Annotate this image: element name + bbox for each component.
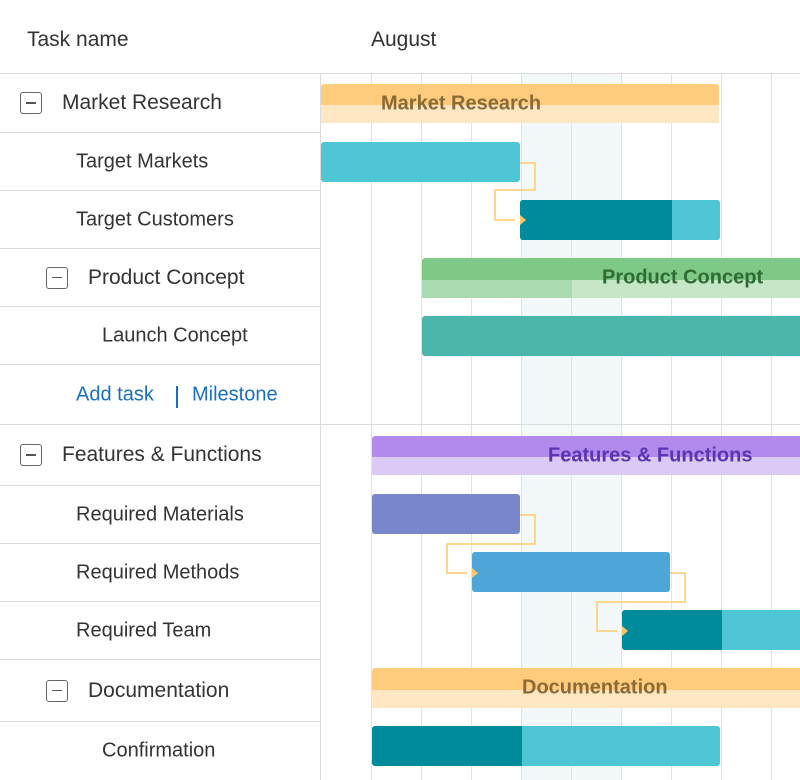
grid-header: Task name August	[0, 0, 800, 74]
task-label: Required Methods	[76, 561, 240, 583]
task-row-market-research[interactable]: Market Research	[0, 74, 320, 133]
bar-progress-fill	[622, 610, 722, 650]
bar-progress-fill	[372, 726, 522, 766]
task-label: Target Customers	[76, 208, 234, 230]
day-gridline	[721, 74, 722, 780]
day-gridline	[371, 74, 372, 780]
task-row-features-functions[interactable]: Features & Functions	[0, 425, 320, 486]
collapse-toggle-icon[interactable]	[46, 266, 68, 289]
task-label: Documentation	[88, 678, 230, 702]
bar-progress-band	[372, 690, 800, 708]
day-gridline	[471, 74, 472, 780]
task-label: Product Concept	[88, 265, 245, 289]
day-gridline	[771, 74, 772, 780]
day-gridline	[521, 74, 522, 780]
day-gridline	[421, 74, 422, 780]
gantt-bar-required-methods[interactable]	[472, 552, 670, 592]
dependency-links	[446, 162, 686, 636]
task-label: Required Team	[76, 619, 212, 641]
task-row-target-markets[interactable]: Target Markets	[0, 133, 320, 191]
gantt-bar-required-team[interactable]	[622, 610, 800, 650]
bar-progress-fill	[520, 200, 672, 240]
task-label: Confirmation	[102, 739, 216, 762]
section-divider	[321, 424, 800, 425]
gantt-bar-market-research[interactable]: Market Research	[321, 84, 719, 123]
bar-progress-band	[572, 280, 800, 298]
day-gridline	[571, 74, 572, 780]
month-scale-header: August	[371, 28, 437, 51]
task-row-documentation[interactable]: Documentation	[0, 660, 320, 722]
gantt-bar-features-functions[interactable]: Features & Functions	[372, 436, 800, 475]
gantt-bar-product-concept[interactable]: Product Concept	[422, 258, 800, 298]
collapse-toggle-icon[interactable]	[46, 679, 68, 702]
bar-label: Product Concept	[602, 266, 764, 289]
task-label: Market Research	[62, 91, 222, 114]
gantt-bar-required-materials[interactable]	[372, 494, 520, 534]
gantt-bar-launch-concept[interactable]	[422, 316, 800, 356]
link-materials-to-methods	[446, 514, 536, 574]
link-arrow-icon	[472, 568, 478, 578]
task-label: Target Markets	[76, 150, 209, 172]
collapse-toggle-icon[interactable]	[20, 444, 42, 466]
task-row-required-team[interactable]: Required Team	[0, 602, 320, 660]
link-methods-to-team	[596, 572, 686, 632]
day-gridline	[621, 74, 622, 780]
task-row-required-methods[interactable]: Required Methods	[0, 544, 320, 602]
bar-label: Documentation	[522, 676, 668, 699]
task-grid: Market Research Target Markets Target Cu…	[0, 74, 321, 780]
bar-progress-band	[422, 280, 572, 298]
gantt-bar-target-markets[interactable]	[321, 142, 520, 182]
link-arrow-icon	[622, 626, 628, 636]
bar-label: Features & Functions	[548, 444, 753, 466]
bar-label: Market Research	[381, 92, 542, 114]
link-separator	[176, 386, 178, 408]
gantt-bar-confirmation[interactable]	[372, 726, 720, 766]
task-row-launch-concept[interactable]: Launch Concept	[0, 307, 320, 365]
task-label: Launch Concept	[102, 324, 248, 346]
day-gridline	[671, 74, 672, 780]
task-label: Required Materials	[76, 503, 244, 525]
task-row-confirmation[interactable]: Confirmation	[0, 722, 320, 780]
task-row-target-customers[interactable]: Target Customers	[0, 191, 320, 249]
task-row-product-concept[interactable]: Product Concept	[0, 249, 320, 307]
link-target-markets-to-customers	[494, 162, 536, 221]
collapse-toggle-icon[interactable]	[20, 92, 42, 114]
add-task-row: Add task Milestone	[0, 365, 320, 425]
bar-progress-band	[372, 457, 800, 475]
gantt-chart-area: Market Research Product Concept Features…	[321, 74, 800, 780]
gantt-bar-documentation[interactable]: Documentation	[372, 668, 800, 708]
bar-progress-band	[321, 105, 719, 123]
gantt-bar-target-customers[interactable]	[520, 200, 720, 240]
task-row-required-materials[interactable]: Required Materials	[0, 486, 320, 544]
link-arrow-icon	[520, 215, 526, 225]
task-name-column-header[interactable]: Task name	[27, 28, 129, 51]
task-label: Features & Functions	[62, 443, 262, 466]
add-task-link[interactable]: Add task	[76, 383, 154, 405]
add-milestone-link[interactable]: Milestone	[192, 383, 278, 405]
